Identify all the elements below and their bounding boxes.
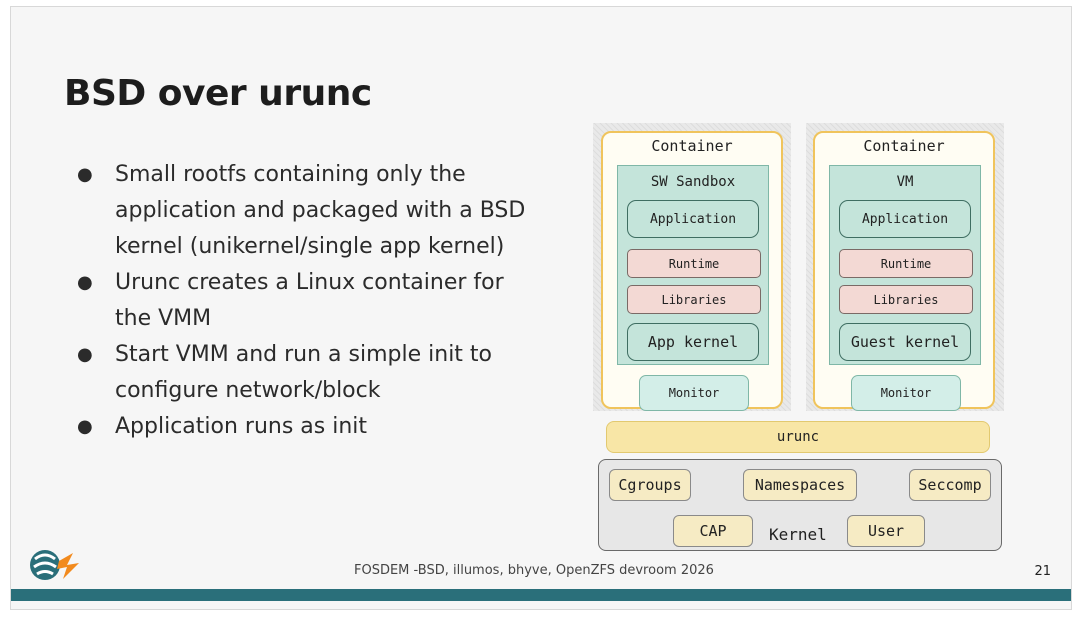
left-monitor-box: Monitor <box>639 375 749 411</box>
right-container: Container VM Application Runtime Librari… <box>813 131 995 411</box>
right-vm-sandbox: VM Application Runtime Libraries Guest k… <box>829 165 981 365</box>
urunc-bar: urunc <box>606 421 990 453</box>
bullet-item: ● Urunc creates a Linux container for the… <box>71 265 541 337</box>
bullet-dot-icon: ● <box>77 272 93 293</box>
bullet-dot-icon: ● <box>77 164 93 185</box>
kernel-box: Cgroups Namespaces Seccomp CAP Kernel Us… <box>598 459 1002 551</box>
bullet-text: Urunc creates a Linux container for the … <box>115 270 504 331</box>
right-container-label: Container <box>863 137 945 155</box>
footer-text: FOSDEM -BSD, illumos, bhyve, OpenZFS dev… <box>354 563 714 578</box>
kernel-label: Kernel <box>769 525 827 544</box>
seccomp-box: Seccomp <box>909 469 991 501</box>
fosdem-bsd-logo-icon <box>29 543 81 585</box>
bullet-item: ● Application runs as init <box>71 409 541 445</box>
bullet-text: Application runs as init <box>115 414 368 439</box>
slide-title: BSD over urunc <box>64 73 372 114</box>
page-number: 21 <box>1034 564 1051 579</box>
right-runtime-box: Runtime <box>839 249 973 278</box>
right-libraries-box: Libraries <box>839 285 973 314</box>
left-libraries-box: Libraries <box>627 285 761 314</box>
bullet-text: Start VMM and run a simple init to confi… <box>115 342 493 403</box>
bullet-list: ● Small rootfs containing only the applic… <box>71 157 541 445</box>
bullet-item: ● Start VMM and run a simple init to conf… <box>71 337 541 409</box>
left-container-label: Container <box>651 137 733 155</box>
namespaces-box: Namespaces <box>743 469 857 501</box>
left-sandbox-label: SW Sandbox <box>650 174 736 190</box>
slide: BSD over urunc ● Small rootfs containing … <box>10 6 1072 610</box>
left-container: Container SW Sandbox Application Runtime… <box>601 131 783 411</box>
left-sandbox: SW Sandbox Application Runtime Libraries… <box>617 165 769 365</box>
left-application-box: Application <box>627 200 759 238</box>
bullet-item: ● Small rootfs containing only the applic… <box>71 157 541 265</box>
bullet-dot-icon: ● <box>77 344 93 365</box>
footer-bar <box>11 589 1071 601</box>
bullet-text: Small rootfs containing only the applica… <box>115 162 526 259</box>
right-monitor-box: Monitor <box>851 375 961 411</box>
right-guest-kernel-box: Guest kernel <box>839 323 971 361</box>
left-runtime-box: Runtime <box>627 249 761 278</box>
user-box: User <box>847 515 925 547</box>
cgroups-box: Cgroups <box>609 469 691 501</box>
right-sandbox-label: VM <box>896 174 914 190</box>
left-app-kernel-box: App kernel <box>627 323 759 361</box>
right-application-box: Application <box>839 200 971 238</box>
bullet-dot-icon: ● <box>77 416 93 437</box>
cap-box: CAP <box>673 515 753 547</box>
